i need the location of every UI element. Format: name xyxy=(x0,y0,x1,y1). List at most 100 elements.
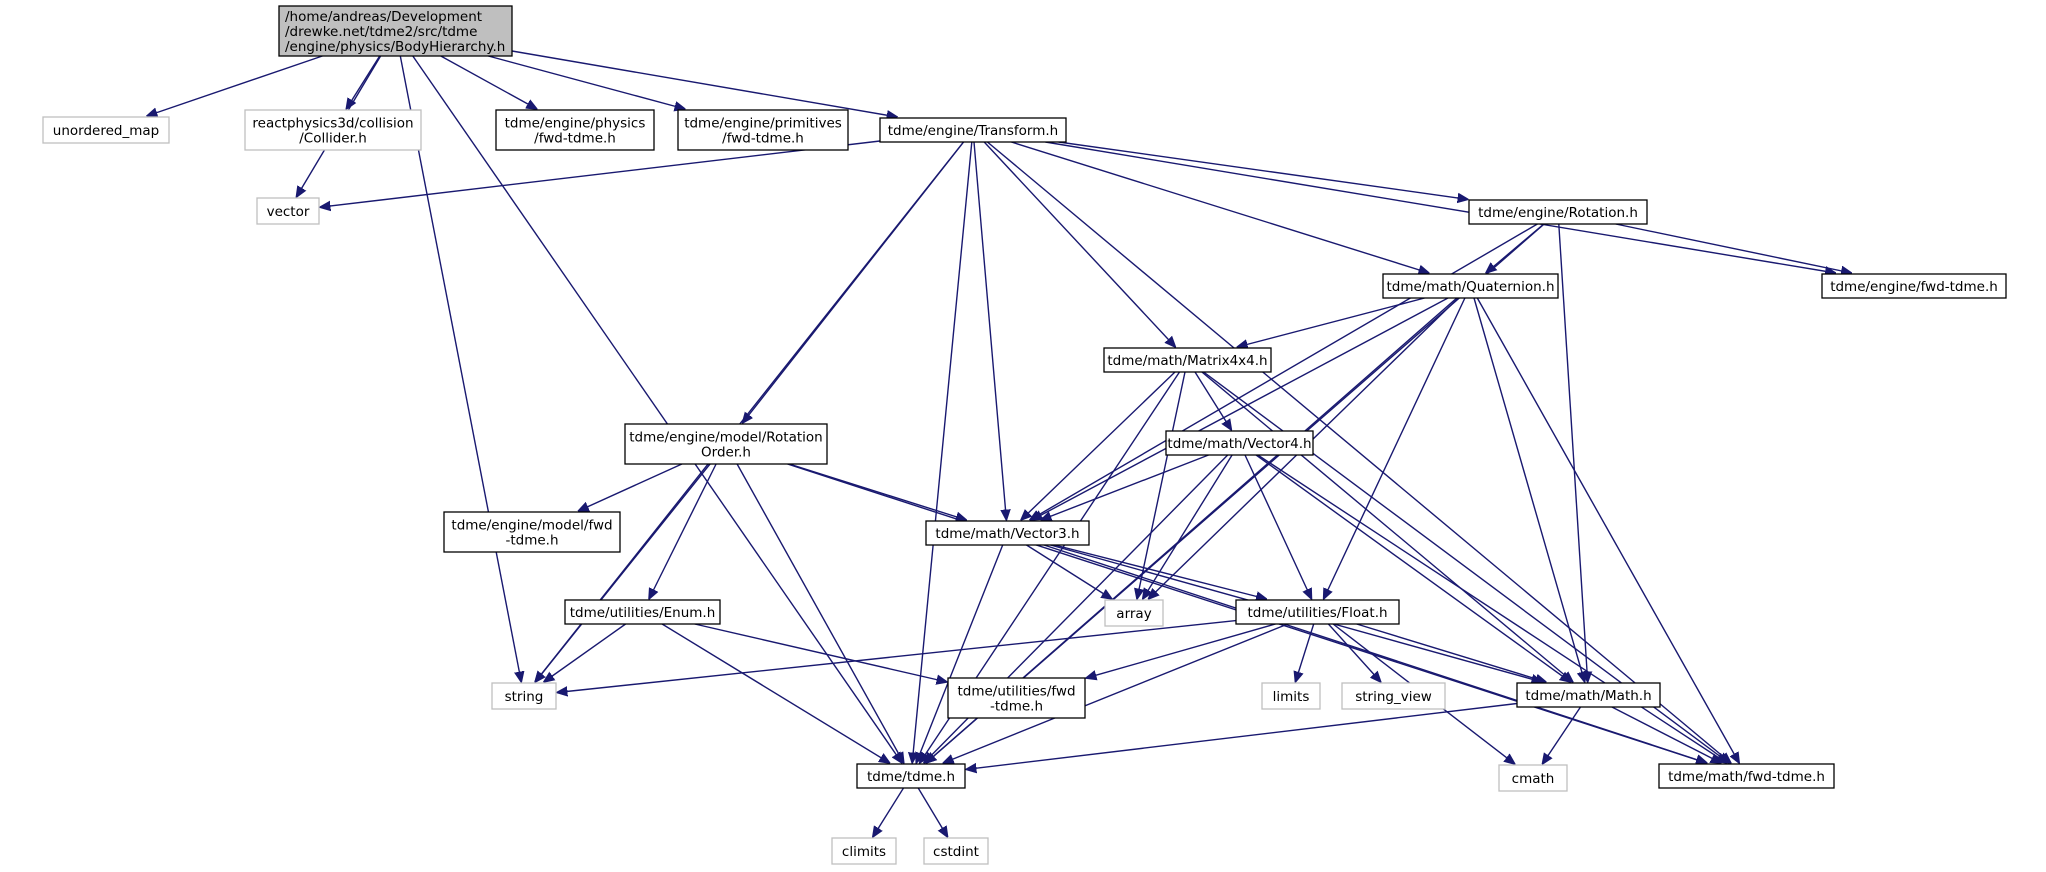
edge-quaternion-to-math_fwd xyxy=(1476,297,1739,763)
edge-matrix4x4-to-vector4 xyxy=(1194,371,1231,430)
edge-rotation-to-math xyxy=(1558,223,1588,682)
edge-rotationorder-to-model_fwd xyxy=(578,463,683,511)
node-box xyxy=(491,682,557,710)
edge-quaternion-to-float xyxy=(1324,297,1466,599)
node-label: /drewke.net/tdme2/src/tdme xyxy=(285,24,477,40)
edge-quaternion-to-math xyxy=(1473,297,1585,682)
edge-math-to-cmath xyxy=(1542,706,1582,764)
node-box xyxy=(1235,599,1400,625)
node-label: tdme/math/Quaternion.h xyxy=(1386,279,1554,295)
edge-transform-to-engine_fwd xyxy=(1045,141,1835,273)
edge-math-to-tdme xyxy=(966,702,1518,770)
edge-matrix4x4-to-array xyxy=(1137,371,1186,599)
node-vector3[interactable]: tdme/math/Vector3.h xyxy=(925,520,1090,546)
node-limits: limits xyxy=(1261,682,1321,710)
node-primitives-fwd[interactable]: tdme/engine/primitives/fwd-tdme.h xyxy=(677,109,849,151)
node-box xyxy=(256,197,320,225)
node-string: string xyxy=(491,682,557,710)
edge-rotation-to-engine_fwd xyxy=(1615,223,1852,273)
node-label: tdme/math/Matrix4x4.h xyxy=(1107,353,1267,369)
edge-tdme-to-climits xyxy=(873,787,905,837)
node-physics-fwd[interactable]: tdme/engine/physics/fwd-tdme.h xyxy=(495,109,655,151)
node-box xyxy=(42,116,170,144)
edge-transform-to-matrix4x4 xyxy=(983,141,1175,347)
node-box xyxy=(1468,199,1648,225)
node-box xyxy=(624,423,828,465)
node-vector4[interactable]: tdme/math/Vector4.h xyxy=(1165,430,1314,456)
node-root[interactable]: /home/andreas/Development/drewke.net/tdm… xyxy=(278,5,513,57)
node-label: tdme/engine/Transform.h xyxy=(888,123,1058,139)
node-box xyxy=(1261,682,1321,710)
node-label: tdme/engine/fwd-tdme.h xyxy=(1830,279,1998,295)
node-label: /Collider.h xyxy=(299,131,367,147)
node-tdme[interactable]: tdme/tdme.h xyxy=(856,763,966,789)
edge-rotationorder-to-vector3 xyxy=(789,463,966,520)
edge-float-to-tdme xyxy=(943,623,1289,763)
node-label: tdme/utilities/Enum.h xyxy=(570,605,716,621)
node-math-fwd[interactable]: tdme/math/fwd-tdme.h xyxy=(1658,763,1835,789)
node-label: /fwd-tdme.h xyxy=(534,131,616,147)
node-box xyxy=(1104,599,1164,627)
node-engine-fwd[interactable]: tdme/engine/fwd-tdme.h xyxy=(1821,273,2007,299)
node-label: /fwd-tdme.h xyxy=(722,131,804,147)
edge-root-to-tdme xyxy=(412,55,902,763)
edge-vector3-to-array xyxy=(1026,544,1112,599)
edge-matrix4x4-to-vector3 xyxy=(1021,371,1176,520)
node-label: tdme/engine/Rotation.h xyxy=(1478,205,1638,221)
node-label: -tdme.h xyxy=(505,533,558,549)
node-collider: reactphysics3d/collision/Collider.h xyxy=(244,109,422,151)
node-label: string_view xyxy=(1355,689,1432,705)
node-label: reactphysics3d/collision xyxy=(252,116,413,132)
edge-root-to-transform xyxy=(511,50,897,117)
node-box xyxy=(947,677,1086,719)
node-model-fwd[interactable]: tdme/engine/model/fwd-tdme.h xyxy=(443,511,621,553)
nodes-layer: /home/andreas/Development/drewke.net/tdm… xyxy=(42,5,2007,865)
node-label: -tdme.h xyxy=(990,699,1043,715)
node-label: array xyxy=(1116,606,1151,622)
edges-layer xyxy=(147,50,1852,837)
node-label: tdme/engine/physics xyxy=(505,116,646,132)
node-box xyxy=(1103,347,1272,373)
node-math[interactable]: tdme/math/Math.h xyxy=(1516,682,1661,708)
node-climits: climits xyxy=(831,837,897,865)
node-label: tdme/engine/model/Rotation xyxy=(629,430,823,446)
node-box xyxy=(1658,763,1835,789)
edge-rotationorder-to-string xyxy=(535,463,711,682)
edge-vector3-to-float xyxy=(1054,544,1267,599)
edge-rotationorder-to-enum xyxy=(649,463,717,599)
node-utilities-fwd[interactable]: tdme/utilities/fwd-tdme.h xyxy=(947,677,1086,719)
edge-enum-to-tdme xyxy=(661,623,890,763)
edge-root-to-primitives_fwd xyxy=(488,55,685,109)
node-enum[interactable]: tdme/utilities/Enum.h xyxy=(564,599,721,625)
edge-transform-to-tdme xyxy=(912,141,973,763)
edge-float-to-limits xyxy=(1295,623,1315,682)
edge-vector3-to-tdme xyxy=(916,544,1004,763)
node-box xyxy=(1165,430,1314,456)
edge-transform-to-vector xyxy=(320,140,881,207)
node-quaternion[interactable]: tdme/math/Quaternion.h xyxy=(1382,273,1559,299)
node-label: tdme/tdme.h xyxy=(867,769,955,785)
node-rotation[interactable]: tdme/engine/Rotation.h xyxy=(1468,199,1648,225)
edge-float-to-utilities_fwd xyxy=(1086,623,1276,678)
node-label: tdme/utilities/fwd xyxy=(957,684,1075,700)
edge-vector4-to-math_fwd xyxy=(1257,454,1727,763)
node-label: Order.h xyxy=(701,445,751,461)
edge-root-to-unordered_map xyxy=(147,55,323,116)
node-label: tdme/engine/primitives xyxy=(684,116,842,132)
node-transform[interactable]: tdme/engine/Transform.h xyxy=(879,117,1067,143)
edge-vector4-to-math xyxy=(1255,454,1570,682)
node-matrix4x4[interactable]: tdme/math/Matrix4x4.h xyxy=(1103,347,1272,373)
node-box xyxy=(856,763,966,789)
node-box xyxy=(677,109,849,151)
node-label: tdme/math/Vector4.h xyxy=(1167,436,1311,452)
edge-root-to-string xyxy=(399,55,521,682)
node-label: vector xyxy=(267,204,310,220)
node-float[interactable]: tdme/utilities/Float.h xyxy=(1235,599,1400,625)
edge-root-to-physics_fwd xyxy=(440,55,537,109)
node-box xyxy=(1341,682,1446,710)
edge-rotationorder-to-tdme xyxy=(736,463,904,763)
edge-vector4-to-float xyxy=(1244,454,1312,599)
node-box xyxy=(1821,273,2007,299)
